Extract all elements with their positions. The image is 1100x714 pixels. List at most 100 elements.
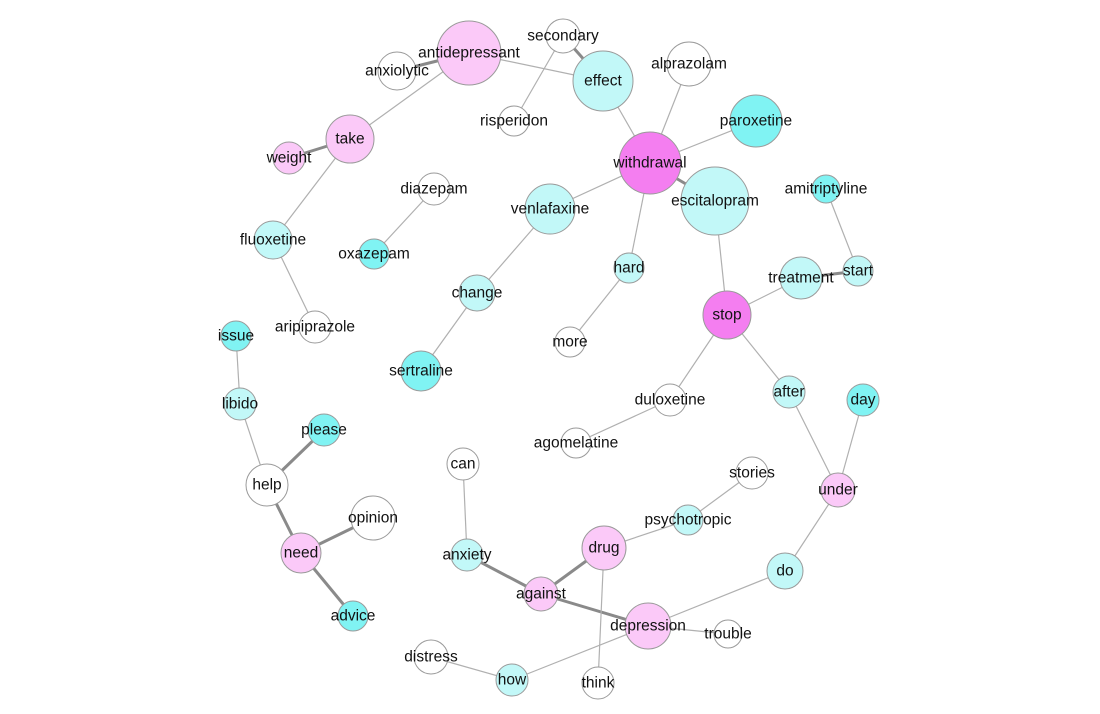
node-circle	[298, 310, 332, 344]
node-circle	[560, 427, 592, 459]
node-label: please	[301, 422, 347, 439]
node-label: against	[516, 586, 567, 603]
node-do[interactable]: do	[766, 552, 804, 590]
node-circle	[846, 383, 880, 417]
node-circle	[811, 174, 841, 204]
node-label: weight	[266, 150, 312, 167]
node-can[interactable]: can	[446, 447, 480, 481]
node-circle	[735, 456, 769, 490]
node-think[interactable]: think	[581, 666, 615, 700]
node-alprazolam[interactable]: alprazolam	[651, 41, 727, 87]
node-circle	[413, 639, 449, 675]
node-label: how	[498, 672, 527, 689]
node-label: psychotropic	[644, 512, 731, 529]
node-amitriptyline[interactable]: amitriptyline	[785, 174, 868, 204]
edge-duloxetine-agomelatine	[575, 399, 671, 444]
node-opinion[interactable]: opinion	[348, 495, 398, 541]
node-circle	[223, 387, 257, 421]
node-effect[interactable]: effect	[572, 50, 634, 112]
node-label: fluoxetine	[240, 232, 306, 249]
node-label: withdrawal	[612, 155, 686, 172]
node-circle	[666, 41, 712, 87]
node-treatment[interactable]: treatment	[768, 256, 834, 300]
node-label: do	[776, 563, 793, 580]
node-circle	[220, 320, 252, 352]
node-label: drug	[588, 540, 619, 557]
node-aripiprazole[interactable]: aripiprazole	[275, 310, 355, 344]
node-issue[interactable]: issue	[218, 320, 254, 352]
node-anxiety[interactable]: anxiety	[442, 538, 492, 572]
node-psychotropic[interactable]: psychotropic	[644, 504, 732, 536]
node-label: agomelatine	[534, 435, 618, 452]
node-trouble[interactable]: trouble	[704, 619, 752, 649]
node-label: risperidon	[480, 113, 548, 130]
node-withdrawal[interactable]: withdrawal	[612, 131, 687, 195]
node-label: amitriptyline	[785, 181, 868, 198]
node-label: stories	[729, 465, 775, 482]
node-circle	[545, 18, 581, 54]
node-paroxetine[interactable]: paroxetine	[720, 94, 792, 148]
edge-hard-more	[569, 267, 630, 343]
node-circle	[350, 495, 396, 541]
node-distress[interactable]: distress	[404, 639, 458, 675]
node-change[interactable]: change	[452, 274, 503, 312]
node-circle	[581, 666, 615, 700]
node-sertraline[interactable]: sertraline	[389, 350, 453, 392]
node-label: distress	[404, 649, 458, 666]
node-agomelatine[interactable]: agomelatine	[534, 427, 618, 459]
node-depression[interactable]: depression	[610, 602, 686, 650]
node-label: anxiolytic	[365, 63, 429, 80]
nodes-layer: antidepressantsecondaryanxiolyticeffecta…	[218, 18, 880, 700]
node-label: alprazolam	[651, 56, 727, 73]
node-oxazepam[interactable]: oxazepam	[338, 238, 410, 270]
node-more[interactable]: more	[552, 326, 588, 358]
node-day[interactable]: day	[846, 383, 880, 417]
node-circle	[325, 114, 375, 164]
node-secondary[interactable]: secondary	[527, 18, 599, 54]
node-need[interactable]: need	[280, 532, 322, 574]
node-stop[interactable]: stop	[702, 290, 752, 340]
node-escitalopram[interactable]: escitalopram	[671, 166, 759, 236]
node-circle	[400, 350, 442, 392]
node-circle	[377, 51, 417, 91]
node-hard[interactable]: hard	[613, 252, 645, 284]
node-take[interactable]: take	[325, 114, 375, 164]
node-label: anxiety	[442, 547, 491, 564]
node-advice[interactable]: advice	[331, 600, 376, 632]
node-diazepam[interactable]: diazepam	[400, 172, 468, 206]
node-under[interactable]: under	[818, 472, 858, 508]
node-help[interactable]: help	[245, 463, 289, 507]
node-start[interactable]: start	[842, 255, 874, 287]
node-label: escitalopram	[671, 193, 759, 210]
node-circle	[618, 131, 682, 195]
node-label: secondary	[527, 28, 599, 45]
node-after[interactable]: after	[772, 375, 806, 409]
node-anxiolytic[interactable]: anxiolytic	[365, 51, 429, 91]
node-please[interactable]: please	[301, 413, 347, 447]
node-drug[interactable]: drug	[581, 525, 627, 571]
edge-after-under	[788, 391, 839, 491]
node-label: take	[335, 131, 364, 148]
node-circle	[653, 383, 687, 417]
node-antidepressant[interactable]: antidepressant	[418, 20, 521, 86]
node-label: libido	[222, 396, 258, 413]
node-venlafaxine[interactable]: venlafaxine	[511, 183, 589, 235]
node-circle	[779, 256, 823, 300]
node-circle	[337, 600, 369, 632]
node-label: hard	[613, 260, 644, 277]
node-circle	[713, 619, 743, 649]
node-circle	[842, 255, 874, 287]
node-duloxetine[interactable]: duloxetine	[635, 383, 706, 417]
node-against[interactable]: against	[516, 576, 567, 612]
node-risperidon[interactable]: risperidon	[480, 105, 548, 137]
node-libido[interactable]: libido	[222, 387, 258, 421]
node-how[interactable]: how	[495, 663, 529, 697]
node-stories[interactable]: stories	[729, 456, 775, 490]
node-label: after	[773, 384, 804, 401]
node-weight[interactable]: weight	[266, 141, 312, 175]
node-circle	[253, 220, 293, 260]
node-fluoxetine[interactable]: fluoxetine	[240, 220, 306, 260]
node-circle	[498, 105, 530, 137]
node-circle	[436, 20, 502, 86]
node-circle	[523, 576, 559, 612]
